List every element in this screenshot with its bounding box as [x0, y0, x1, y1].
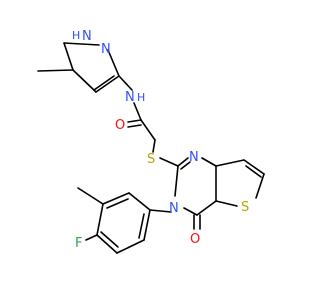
- bond: [215, 200, 238, 207]
- bond: [96, 234, 118, 254]
- bond: [143, 209, 151, 241]
- bond: [183, 207, 198, 216]
- bond: [100, 231, 119, 248]
- bond: [201, 157, 217, 167]
- atom-o-ketone: O: [190, 232, 200, 247]
- atom-h-amide: H: [137, 91, 145, 104]
- atom-nh-pyrazole: N: [82, 29, 92, 44]
- atom-n-pyrimidine-lower: N: [169, 201, 179, 216]
- molecule-diagram: H N N N H O S N N S O F: [37, 29, 265, 254]
- atom-f-aryl: F: [75, 236, 82, 251]
- bond: [85, 234, 98, 241]
- bond: [63, 42, 100, 46]
- bond: [152, 139, 156, 153]
- bond: [118, 75, 133, 91]
- bond: [128, 192, 151, 211]
- bond: [180, 161, 191, 170]
- bond: [77, 187, 104, 205]
- bond: [72, 69, 97, 93]
- atom-h-pyrazole: H: [72, 29, 80, 42]
- bond: [243, 159, 265, 175]
- atom-n-amide: N: [125, 90, 135, 105]
- bond: [149, 209, 172, 213]
- bond: [215, 159, 245, 167]
- bonds: [37, 42, 265, 254]
- bond: [37, 69, 74, 72]
- bond: [196, 200, 217, 216]
- bond: [127, 124, 142, 128]
- bond: [177, 157, 189, 167]
- bond: [102, 192, 130, 205]
- bond: [93, 75, 115, 91]
- bond: [95, 75, 120, 93]
- atom-n-pyrimidine-upper: N: [189, 150, 199, 165]
- bond: [106, 198, 129, 209]
- bond: [107, 49, 120, 77]
- bond: [127, 119, 142, 123]
- bond: [140, 119, 156, 141]
- bond: [255, 173, 265, 199]
- bond: [63, 42, 74, 71]
- atom-n-pyrazole: N: [101, 42, 111, 57]
- bond: [174, 165, 179, 197]
- bond: [245, 165, 262, 178]
- atom-labels: H N N N H O S N N S O F: [72, 29, 249, 251]
- atom-s-thioether: S: [147, 152, 155, 167]
- bond: [133, 102, 142, 121]
- bond: [138, 213, 145, 239]
- atom-s-thiophene: S: [241, 200, 249, 215]
- bond: [96, 203, 104, 236]
- atom-o-amide: O: [115, 118, 125, 133]
- structure-svg: H N N N H O S N N S O F: [37, 29, 265, 254]
- bond: [116, 239, 145, 254]
- bond: [159, 157, 179, 167]
